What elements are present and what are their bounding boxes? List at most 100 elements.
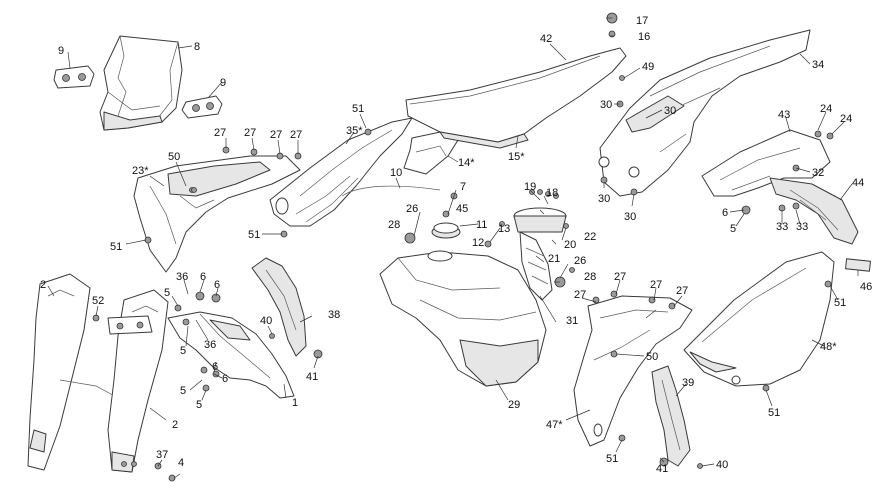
callout-31: 31 xyxy=(566,315,578,327)
fuel-pump-assembly xyxy=(513,207,567,301)
callout-33: 33 xyxy=(796,221,808,233)
callout-45: 45 xyxy=(456,203,468,215)
callout-44: 44 xyxy=(852,177,864,189)
rear-side-panel xyxy=(701,129,831,197)
callout-32: 32 xyxy=(812,167,824,179)
callout-30: 30 xyxy=(624,211,636,223)
callout-41: 41 xyxy=(306,371,318,383)
callout-19: 19 xyxy=(524,181,536,193)
leader-lines xyxy=(47,17,859,479)
callout-47: 47* xyxy=(546,419,563,431)
seat xyxy=(405,47,627,149)
headlight-mask xyxy=(99,35,183,131)
front-fender xyxy=(167,311,295,399)
callout-51: 51 xyxy=(110,241,122,253)
callout-27: 27 xyxy=(290,129,302,141)
callout-5: 5 xyxy=(196,399,202,411)
callout-30: 30 xyxy=(600,99,612,111)
callout-6: 6 xyxy=(722,207,728,219)
callout-43: 43 xyxy=(778,109,790,121)
callout-7: 7 xyxy=(460,181,466,193)
fork-guard-right xyxy=(107,289,169,473)
callout-27: 27 xyxy=(676,285,688,297)
callout-27: 27 xyxy=(614,271,626,283)
callout-28: 28 xyxy=(584,271,596,283)
callout-6: 6 xyxy=(222,373,228,385)
callout-12: 12 xyxy=(472,237,484,249)
callout-51: 51 xyxy=(768,407,780,419)
callout-40: 40 xyxy=(716,459,728,471)
callout-46: 46 xyxy=(860,281,872,293)
callout-37: 37 xyxy=(156,449,168,461)
callout-28: 28 xyxy=(388,219,400,231)
fork-guard-left xyxy=(27,273,123,471)
callout-27: 27 xyxy=(214,127,226,139)
callout-27: 27 xyxy=(650,279,662,291)
fork-guard-clamp xyxy=(107,315,153,335)
callout-2: 2 xyxy=(40,279,46,291)
callout-26: 26 xyxy=(574,255,586,267)
callout-27: 27 xyxy=(244,127,256,139)
callout-5: 5 xyxy=(730,223,736,235)
callout-5: 5 xyxy=(180,385,186,397)
breather-hose xyxy=(341,185,441,197)
callout-24: 24 xyxy=(820,103,832,115)
tank-cap xyxy=(431,222,461,239)
mask-bracket-right xyxy=(181,95,223,119)
callout-1: 1 xyxy=(292,397,298,409)
callout-30: 30 xyxy=(664,105,676,117)
reflector-plate xyxy=(845,258,871,272)
callout-24: 24 xyxy=(840,113,852,125)
callout-50: 50 xyxy=(646,351,658,363)
callout-17: 17 xyxy=(636,15,648,27)
callout-20: 20 xyxy=(564,239,576,251)
callout-33: 33 xyxy=(776,221,788,233)
callout-36: 36 xyxy=(176,271,188,283)
frame-guard-bracket-right xyxy=(651,365,691,467)
callout-4: 4 xyxy=(178,457,184,469)
callout-10: 10 xyxy=(390,167,402,179)
callout-6: 6 xyxy=(214,279,220,291)
callout-29: 29 xyxy=(508,399,520,411)
callout-51: 51 xyxy=(834,297,846,309)
callout-42: 42 xyxy=(540,33,552,45)
mask-bracket-left xyxy=(53,65,95,89)
callout-23: 23* xyxy=(132,165,149,177)
callout-27: 27 xyxy=(574,289,586,301)
callout-2: 2 xyxy=(172,419,178,431)
callout-14: 14* xyxy=(458,157,475,169)
callout-6: 6 xyxy=(200,271,206,283)
callout-22: 22 xyxy=(584,231,596,243)
callout-51: 51 xyxy=(606,453,618,465)
callout-40: 40 xyxy=(260,315,272,327)
callout-9: 9 xyxy=(58,45,64,57)
callout-16: 16 xyxy=(638,31,650,43)
callout-27: 27 xyxy=(270,129,282,141)
callout-6: 6 xyxy=(212,361,218,373)
callout-49: 49 xyxy=(642,61,654,73)
frame-guard-bracket-left xyxy=(251,257,307,357)
callout-30: 30 xyxy=(598,193,610,205)
callout-51: 51 xyxy=(352,103,364,115)
callout-36: 36 xyxy=(204,339,216,351)
callout-21: 21 xyxy=(548,253,560,265)
license-bracket xyxy=(769,177,859,245)
radiator-shroud-right xyxy=(269,117,413,227)
callout-38: 38 xyxy=(328,309,340,321)
callout-48: 48* xyxy=(820,341,837,353)
callout-8: 8 xyxy=(194,41,200,53)
callout-35: 35* xyxy=(346,125,363,137)
side-panel-right xyxy=(683,251,835,387)
callout-5: 5 xyxy=(164,287,170,299)
rear-fender xyxy=(598,29,811,197)
callout-5: 5 xyxy=(180,345,186,357)
callout-50: 50 xyxy=(168,151,180,163)
callout-13: 13 xyxy=(498,223,510,235)
callout-18: 18 xyxy=(546,187,558,199)
callout-15: 15* xyxy=(508,151,525,163)
callout-39: 39 xyxy=(682,377,694,389)
callout-labels: 1 2 2 4 5 5 5 5 5 6 6 6 6 6 7 8 9 9 10 1… xyxy=(40,15,872,475)
callout-34: 34 xyxy=(812,59,824,71)
callout-9: 9 xyxy=(220,77,226,89)
